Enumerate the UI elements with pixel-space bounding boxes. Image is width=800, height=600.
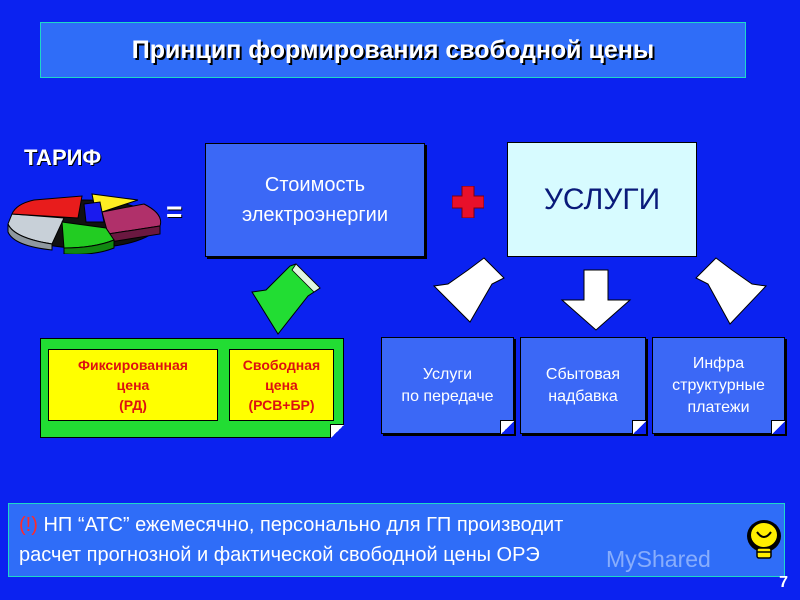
- note-line-1-text: НП “АТС” ежемесячно, персонально для ГП …: [37, 514, 564, 536]
- title-banner: Принцип формирования свободной цены: [40, 22, 746, 78]
- free-price-line-3: (РСВ+БР): [248, 397, 315, 413]
- free-price-line-1: Свободная: [242, 357, 321, 373]
- equals-sign: =: [166, 196, 183, 227]
- free-price-box: Свободная цена (РСВ+БР): [229, 349, 334, 421]
- service-infrastructure-box: Инфра структурные платежи: [652, 337, 785, 434]
- note-line-1: (!) НП “АТС” ежемесячно, персонально для…: [19, 510, 784, 540]
- folded-corner: [771, 420, 785, 434]
- arrow-down-icon: [432, 257, 505, 323]
- page-title: Принцип формирования свободной цены: [131, 35, 655, 64]
- service-infrastructure-line-2: структурные: [672, 376, 765, 394]
- service-markup-line-2: надбавка: [548, 387, 618, 405]
- cost-line-1: Стоимость: [264, 174, 366, 196]
- cost-box: Стоимость электроэнергии: [205, 143, 425, 257]
- green-price-panel: Фиксированная цена (РД) Свободная цена (…: [40, 338, 344, 438]
- fixed-price-line-1: Фиксированная: [78, 357, 188, 373]
- folded-corner: [632, 420, 646, 434]
- services-box: УСЛУГИ: [507, 142, 697, 257]
- arrow-down-icon: [695, 257, 768, 325]
- service-markup-line-1: Сбытовая: [545, 365, 621, 383]
- tariff-label: ТАРИФ: [24, 145, 102, 170]
- watermark: MyShared: [606, 546, 711, 572]
- plus-icon: [452, 186, 484, 218]
- page-number: 7: [779, 574, 788, 591]
- pie-chart-icon: [7, 193, 162, 254]
- cost-line-2: электроэнергии: [241, 204, 389, 226]
- free-price-line-2: цена: [265, 377, 298, 393]
- arrow-down-icon: [251, 263, 321, 335]
- fixed-price-line-2: цена: [116, 377, 150, 393]
- note-box: (!) НП “АТС” ежемесячно, персонально для…: [8, 503, 785, 577]
- folded-corner: [330, 424, 344, 438]
- fixed-price-line-3: (РД): [119, 397, 147, 413]
- service-transmission-line-1: Услуги: [422, 365, 473, 383]
- service-infrastructure-line-1: Инфра: [692, 354, 745, 372]
- service-transmission-box: Услуги по передаче: [381, 337, 514, 434]
- services-label: УСЛУГИ: [543, 182, 661, 216]
- note-line-2: расчет прогнозной и фактической свободно…: [19, 544, 540, 566]
- fixed-price-box: Фиксированная цена (РД): [48, 349, 218, 421]
- arrow-down-icon: [560, 269, 632, 331]
- service-markup-box: Сбытовая надбавка: [520, 337, 646, 434]
- note-exclamation: (!): [19, 514, 38, 536]
- lightbulb-icon: [747, 520, 781, 559]
- folded-corner: [500, 420, 514, 434]
- service-transmission-line-2: по передаче: [401, 387, 494, 405]
- service-infrastructure-line-3: платежи: [687, 398, 750, 416]
